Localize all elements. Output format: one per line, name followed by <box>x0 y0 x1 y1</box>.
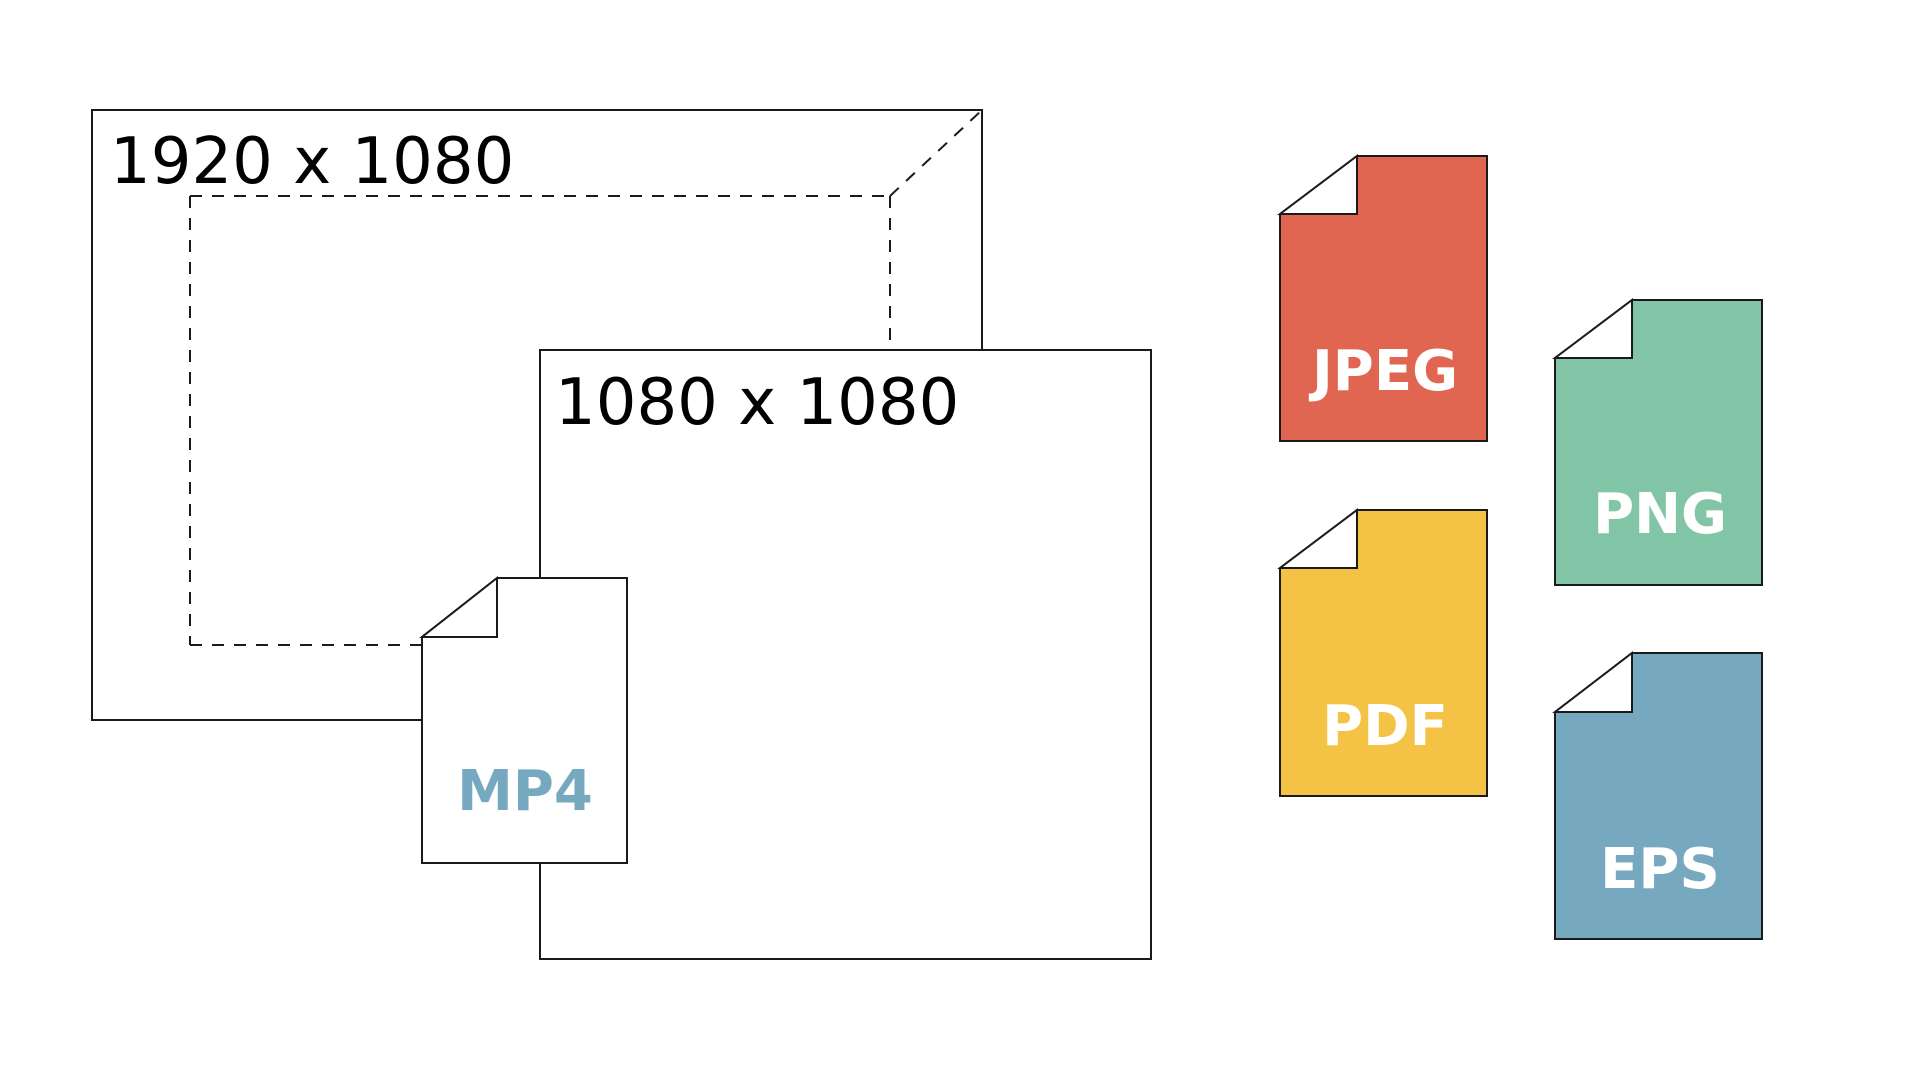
eps-file-icon: EPS <box>1552 650 1763 940</box>
mp4-file-label: MP4 <box>457 759 593 824</box>
pdf-file-icon: PDF <box>1277 507 1488 797</box>
square-frame-label: 1080 x 1080 <box>555 366 959 440</box>
eps-file-fold <box>1552 650 1633 713</box>
square-frame: 1080 x 1080 <box>539 349 1152 960</box>
jpeg-file-fold <box>1277 153 1358 215</box>
landscape-frame-label: 1920 x 1080 <box>110 125 514 199</box>
pdf-file-fold <box>1277 507 1358 569</box>
png-file-fold <box>1552 297 1633 359</box>
png-file-icon: PNG <box>1552 297 1763 586</box>
jpeg-file-icon: JPEG <box>1277 153 1488 442</box>
mp4-file-fold <box>419 575 498 638</box>
dashed-inner-frame <box>189 109 983 646</box>
pdf-file-label: PDF <box>1322 694 1448 759</box>
eps-file-label: EPS <box>1600 837 1720 902</box>
jpeg-file-label: JPEG <box>1308 339 1458 404</box>
mp4-file-icon: MP4 <box>419 575 628 864</box>
square-frame-outline <box>539 349 1152 960</box>
png-file-label: PNG <box>1593 482 1727 547</box>
